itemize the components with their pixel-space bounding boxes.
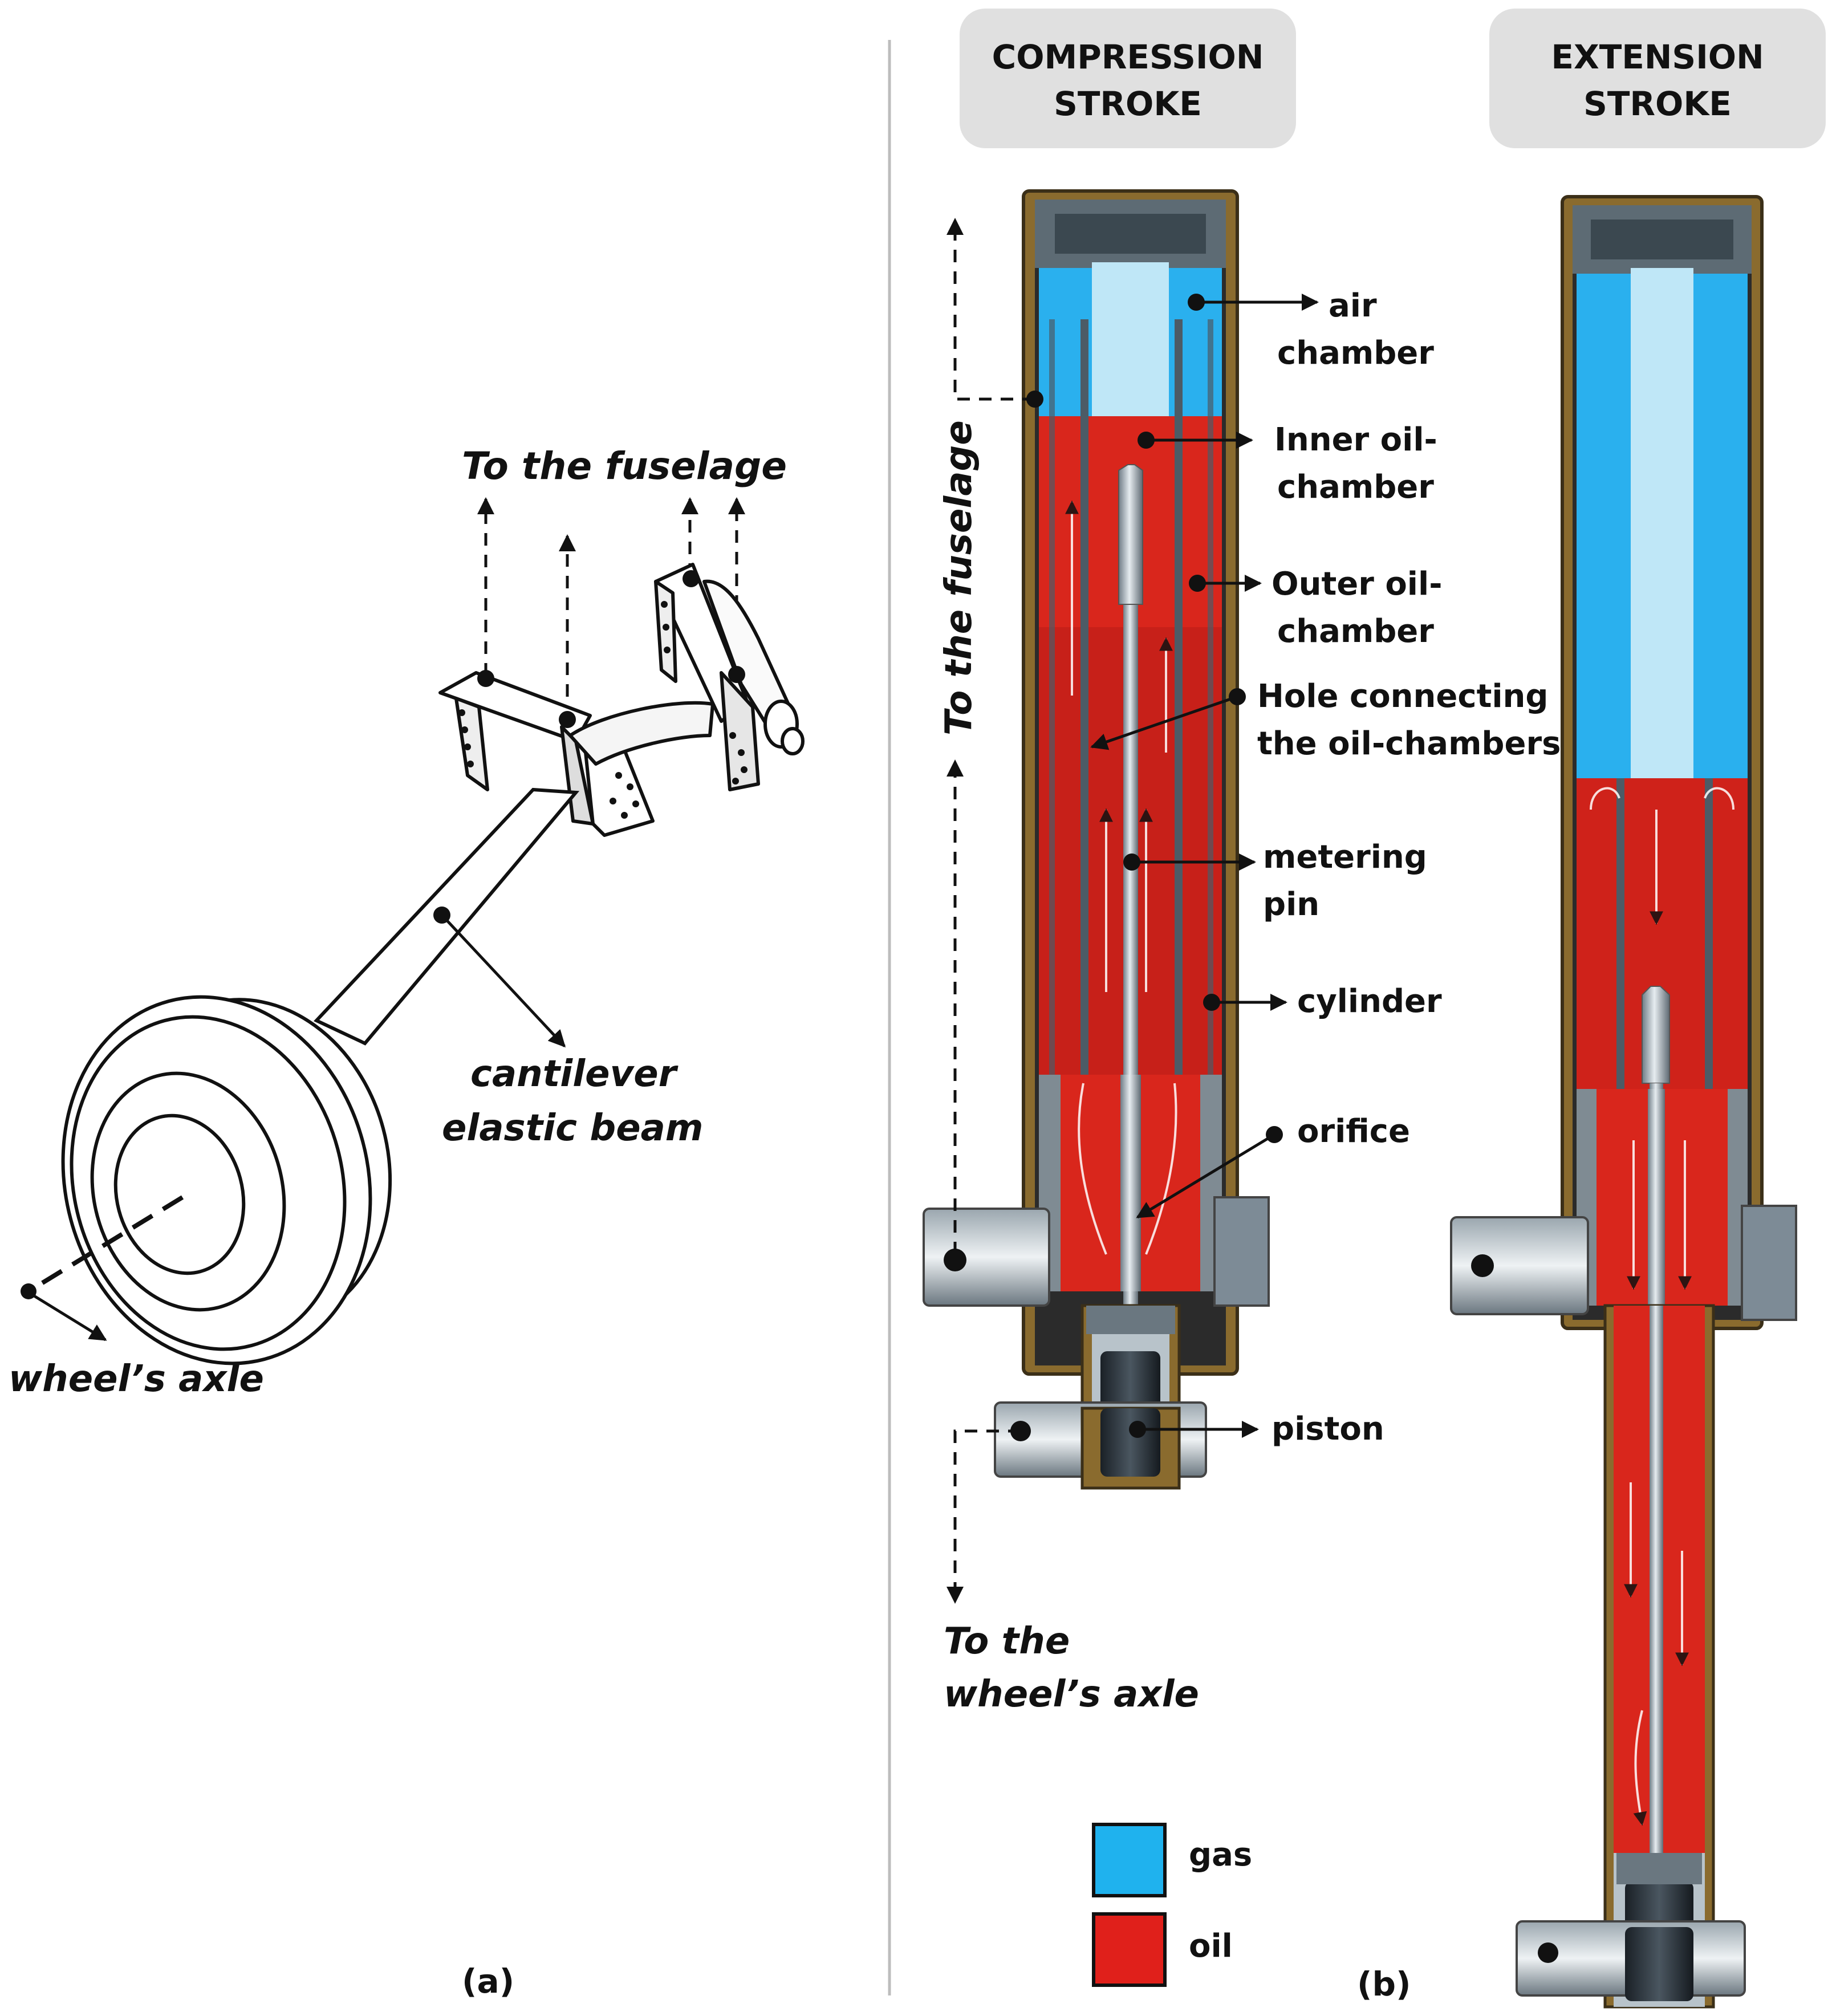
axle-dot-lower — [1010, 1421, 1031, 1441]
beam-label-line2: elastic beam — [442, 1107, 703, 1149]
svg-text:STROKE: STROKE — [1583, 84, 1732, 123]
svg-text:EXTENSION: EXTENSION — [1551, 38, 1764, 76]
compression-strut — [923, 189, 1270, 1490]
extension-bearing-dot — [1471, 1254, 1494, 1277]
callout-inner-oil-1: Inner oil- — [1274, 421, 1437, 458]
fuselage-dot-bearing — [944, 1249, 966, 1271]
panel-a-callout-dots — [477, 570, 745, 728]
compression-header: COMPRESSION STROKE — [960, 9, 1296, 148]
fuselage-dot-top — [1026, 391, 1043, 408]
panel-b-axle-label-1: To the — [944, 1620, 1070, 1663]
callout-piston: piston — [1272, 1411, 1384, 1448]
axle-arrow — [30, 1292, 107, 1342]
svg-text:COMPRESSION: COMPRESSION — [992, 38, 1264, 76]
panel-a-fuselage-label: To the fuselage — [462, 444, 787, 488]
legend-oil-swatch — [1092, 1912, 1167, 1987]
panel-b-fuselage-label: To the fuselage — [938, 420, 980, 735]
bracket-rivets — [458, 601, 748, 819]
callout-inner-oil-2: chamber — [1277, 469, 1434, 506]
callout-air-chamber-1: air — [1329, 287, 1377, 324]
panel-a-label: (a) — [462, 1962, 514, 2001]
callout-cylinder: cylinder — [1297, 983, 1442, 1020]
beam-mount-bracket — [438, 563, 805, 837]
callout-lines — [1090, 294, 1319, 1438]
callout-hole-2: the oil-chambers — [1257, 725, 1561, 762]
callout-air-chamber-2: chamber — [1277, 335, 1434, 372]
extension-strut — [1450, 195, 1797, 2009]
panel-b: COMPRESSION STROKE EXTENSION STROKE — [923, 9, 1826, 2009]
callout-outer-oil-1: Outer oil- — [1272, 566, 1442, 603]
callout-hole-1: Hole connecting — [1257, 678, 1549, 715]
panel-b-label: (b) — [1357, 1965, 1411, 2003]
panel-a: To the fuselage — [9, 444, 805, 2001]
panel-a-axle-label: wheel’s axle — [9, 1358, 264, 1400]
legend-gas-label: gas — [1189, 1836, 1252, 1873]
extension-axle-dot — [1538, 1942, 1558, 1963]
callout-metering-1: metering — [1263, 839, 1427, 876]
wheel-axle-line — [27, 1195, 184, 1294]
legend: gas oil — [1092, 1823, 1252, 1987]
svg-text:STROKE: STROKE — [1054, 84, 1202, 123]
callout-outer-oil-2: chamber — [1277, 613, 1434, 650]
panel-b-axle-label-2: wheel’s axle — [944, 1673, 1199, 1716]
beam-label-line1: cantilever — [470, 1053, 679, 1095]
callout-dots — [1123, 294, 1283, 1438]
beam-callout-arrow — [441, 914, 566, 1048]
callout-orifice: orifice — [1297, 1113, 1410, 1150]
wheel — [61, 995, 392, 1365]
extension-header: EXTENSION STROKE — [1489, 9, 1826, 148]
callout-metering-2: pin — [1263, 886, 1319, 923]
legend-gas-swatch — [1092, 1823, 1167, 1897]
legend-oil-label: oil — [1189, 1928, 1233, 1965]
panel-b-dashed-arrows — [947, 218, 1035, 1604]
